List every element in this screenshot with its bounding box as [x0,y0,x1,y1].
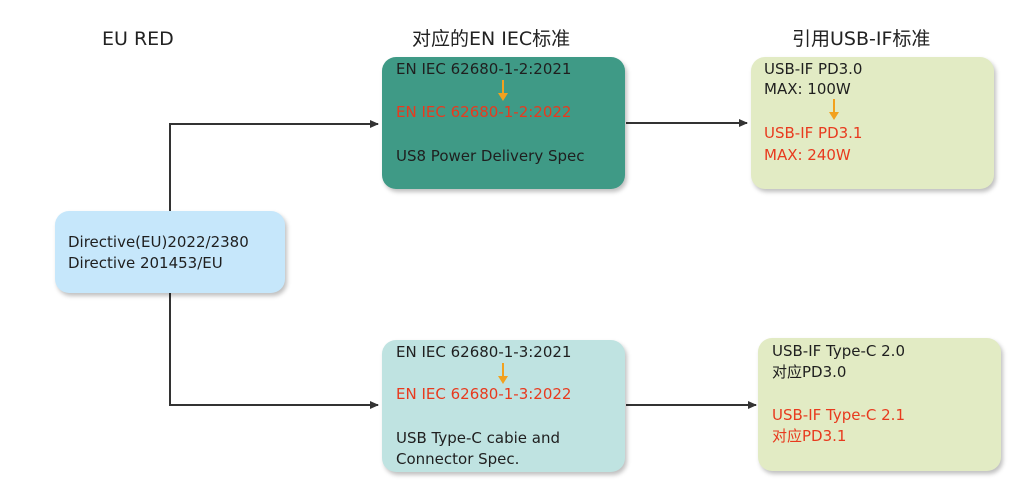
trunk-line-top [169,120,379,212]
usbif-bottom-old-1: USB-IF Type-C 2.0 [772,342,905,360]
usbif-box-bottom: USB-IF Type-C 2.0 对应PD3.0 USB-IF Type-C … [758,338,1001,471]
header-usb-if-standard: 引用USB-IF标准 [792,28,931,50]
arrow-down-icon [498,363,508,384]
standard-top-new: EN IEC 62680-1-2:2022 [396,103,572,121]
standard-bottom-new: EN IEC 62680-1-3:2022 [396,385,572,403]
usbif-box-top: USB-IF PD3.0 MAX: 100W USB-IF PD3.1 MAX:… [751,57,994,189]
directive-box: Directive(EU)2022/2380 Directive 201453/… [55,211,285,293]
standard-box-bottom: EN IEC 62680-1-3:2021 EN IEC 62680-1-3:2… [382,340,625,472]
usbif-bottom-new-1: USB-IF Type-C 2.1 [772,406,905,424]
header-eu-red: EU RED [102,28,174,50]
usbif-top-old-2: MAX: 100W [764,80,851,98]
standard-box-top: EN IEC 62680-1-2:2021 EN IEC 62680-1-2:2… [382,57,625,189]
standard-top-desc: US8 Power Delivery Spec [396,147,585,165]
standard-bottom-desc-2: Connector Spec. [396,450,520,468]
header-en-iec-standard: 对应的EN IEC标准 [412,28,571,50]
directive-line-2: Directive 201453/EU [68,254,223,272]
usbif-top-new-1: USB-IF PD3.1 [764,124,863,142]
arrow-down-icon [498,80,508,101]
arrow-down-icon [829,99,839,120]
standard-bottom-old: EN IEC 62680-1-3:2021 [396,343,572,361]
usbif-top-old-1: USB-IF PD3.0 [764,60,863,78]
usbif-bottom-old-2: 对应PD3.0 [772,363,847,381]
usbif-top-new-2: MAX: 240W [764,146,851,164]
usbif-bottom-new-2: 对应PD3.1 [772,427,847,445]
standard-bottom-desc-1: USB Type-C cabie and [396,429,561,447]
trunk-line-bottom [169,292,379,409]
directive-line-1: Directive(EU)2022/2380 [68,233,249,251]
standard-top-old: EN IEC 62680-1-2:2021 [396,60,572,78]
